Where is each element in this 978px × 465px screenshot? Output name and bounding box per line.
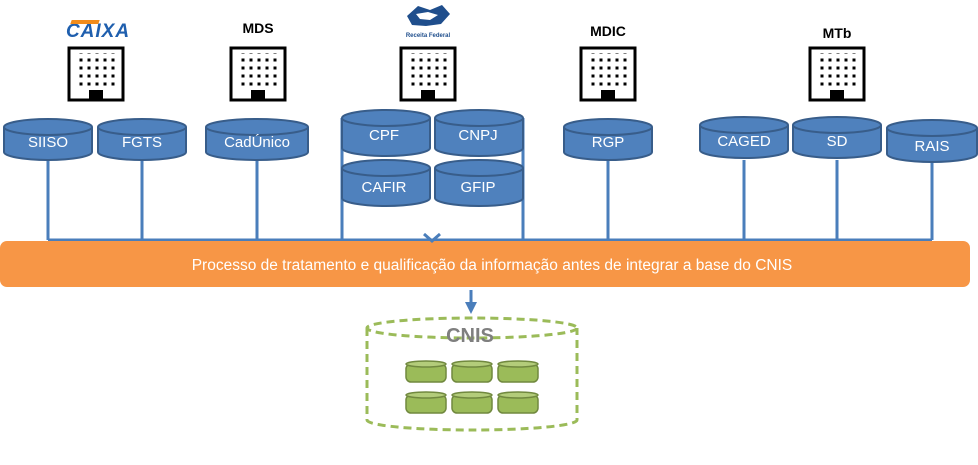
data-block-icon: [405, 360, 447, 383]
database-label-cafir: CAFIR: [362, 179, 407, 196]
database-label-siiso: SIISO: [28, 134, 68, 151]
data-block-icon: [497, 391, 539, 414]
data-block-icon: [497, 360, 539, 383]
database-label-cadunico: CadÚnico: [224, 134, 290, 151]
database-label-cnpj: CNPJ: [458, 127, 497, 144]
database-label-sd: SD: [827, 133, 848, 150]
data-block-icon: [451, 360, 493, 383]
receita-emblem-detail-icon: [416, 12, 438, 20]
cylinder-sd: SD: [792, 116, 882, 159]
caixa-logo-text: CAIXA: [66, 21, 130, 42]
cylinder-gfip: GFIP: [434, 159, 524, 207]
mdic-label: MDIC: [590, 23, 626, 39]
mds-label: MDS: [242, 20, 273, 36]
cylinder-cafir: CAFIR: [341, 159, 431, 207]
cylinder-cnpj: CNPJ: [434, 109, 524, 157]
data-block-icon: [405, 391, 447, 414]
cnis-data-blocks: [405, 360, 539, 414]
database-label-caged: CAGED: [717, 133, 771, 150]
receita-federal-logo: Receita Federal: [406, 5, 451, 39]
cylinder-cadunico: CadÚnico: [205, 118, 309, 161]
process-bar: [0, 241, 970, 287]
process-bar-label: Processo de tratamento e qualificação da…: [192, 257, 793, 274]
cnis-label: CNIS: [446, 325, 494, 347]
database-label-gfip: GFIP: [460, 179, 495, 196]
merge-chevron-icon: [423, 232, 441, 243]
cylinder-rais: RAIS: [886, 119, 978, 163]
building-icon: [67, 46, 125, 102]
cylinder-caged: CAGED: [699, 116, 789, 159]
database-label-cpf: CPF: [369, 127, 399, 144]
caixa-logo-accent: [70, 20, 100, 24]
database-label-fgts: FGTS: [122, 134, 162, 151]
database-label-rais: RAIS: [914, 138, 949, 155]
building-icon: [399, 46, 457, 102]
building-icon: [579, 46, 637, 102]
mtb-label: MTb: [823, 25, 852, 41]
building-icon: [808, 46, 866, 102]
database-label-rgp: RGP: [592, 134, 625, 151]
building-icon: [229, 46, 287, 102]
data-block-icon: [451, 391, 493, 414]
cylinder-cpf: CPF: [341, 109, 431, 157]
caixa-logo: CAIXA: [66, 20, 130, 42]
receita-logo-text: Receita Federal: [406, 33, 451, 39]
cylinder-rgp: RGP: [563, 118, 653, 161]
cylinder-fgts: FGTS: [97, 118, 187, 161]
cylinder-siiso: SIISO: [3, 118, 93, 161]
